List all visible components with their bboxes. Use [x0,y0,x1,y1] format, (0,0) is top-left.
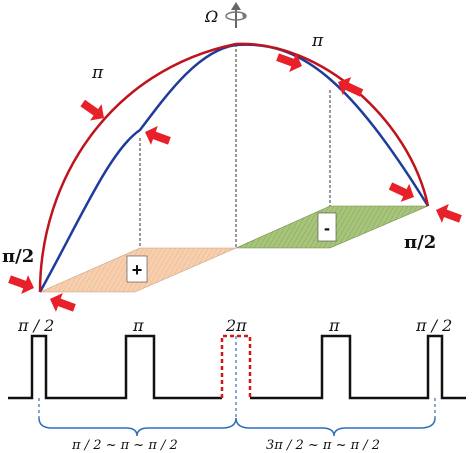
red-arrows [8,53,462,312]
red-curve [38,42,430,293]
right-bracket [235,417,436,437]
bracket-guides [38,336,436,418]
arrow-icon [436,204,462,223]
pulse-label-4: π / 2 [415,316,452,335]
pulse-train [8,334,466,400]
left-bracket [38,417,237,437]
rotation-icon [225,2,247,28]
arrow-icon [276,53,302,72]
pulse-label-2: π [132,316,144,335]
negative-sign-box: - [317,212,337,242]
arrow-icon [338,77,364,97]
positive-sign-box: + [126,255,148,283]
pi-label-right: π [311,31,324,51]
positive-sign: + [132,260,143,280]
arrow-icon [388,182,414,202]
dashed-center-pulse [220,334,252,398]
half-pi-label-left: π/2 [2,246,34,267]
pulse-label-3: π [328,316,340,335]
half-pi-label-right: π/2 [404,232,436,253]
left-bracket-label: π / 2 ~ π ~ π / 2 [71,438,178,453]
arrow-icon [80,99,104,121]
right-bracket-label: 3π / 2 ~ π ~ π / 2 [266,438,380,453]
pulse-label-center: 2π [225,316,247,335]
negative-sign: - [324,218,330,238]
omega-label: Ω [204,7,218,26]
arrow-icon [8,275,34,294]
pi-label-left: π [91,63,104,83]
arrow-icon [50,293,76,312]
pulse-label-1: π / 2 [17,316,54,335]
arrow-icon [145,126,171,145]
projection-lines [139,44,331,248]
